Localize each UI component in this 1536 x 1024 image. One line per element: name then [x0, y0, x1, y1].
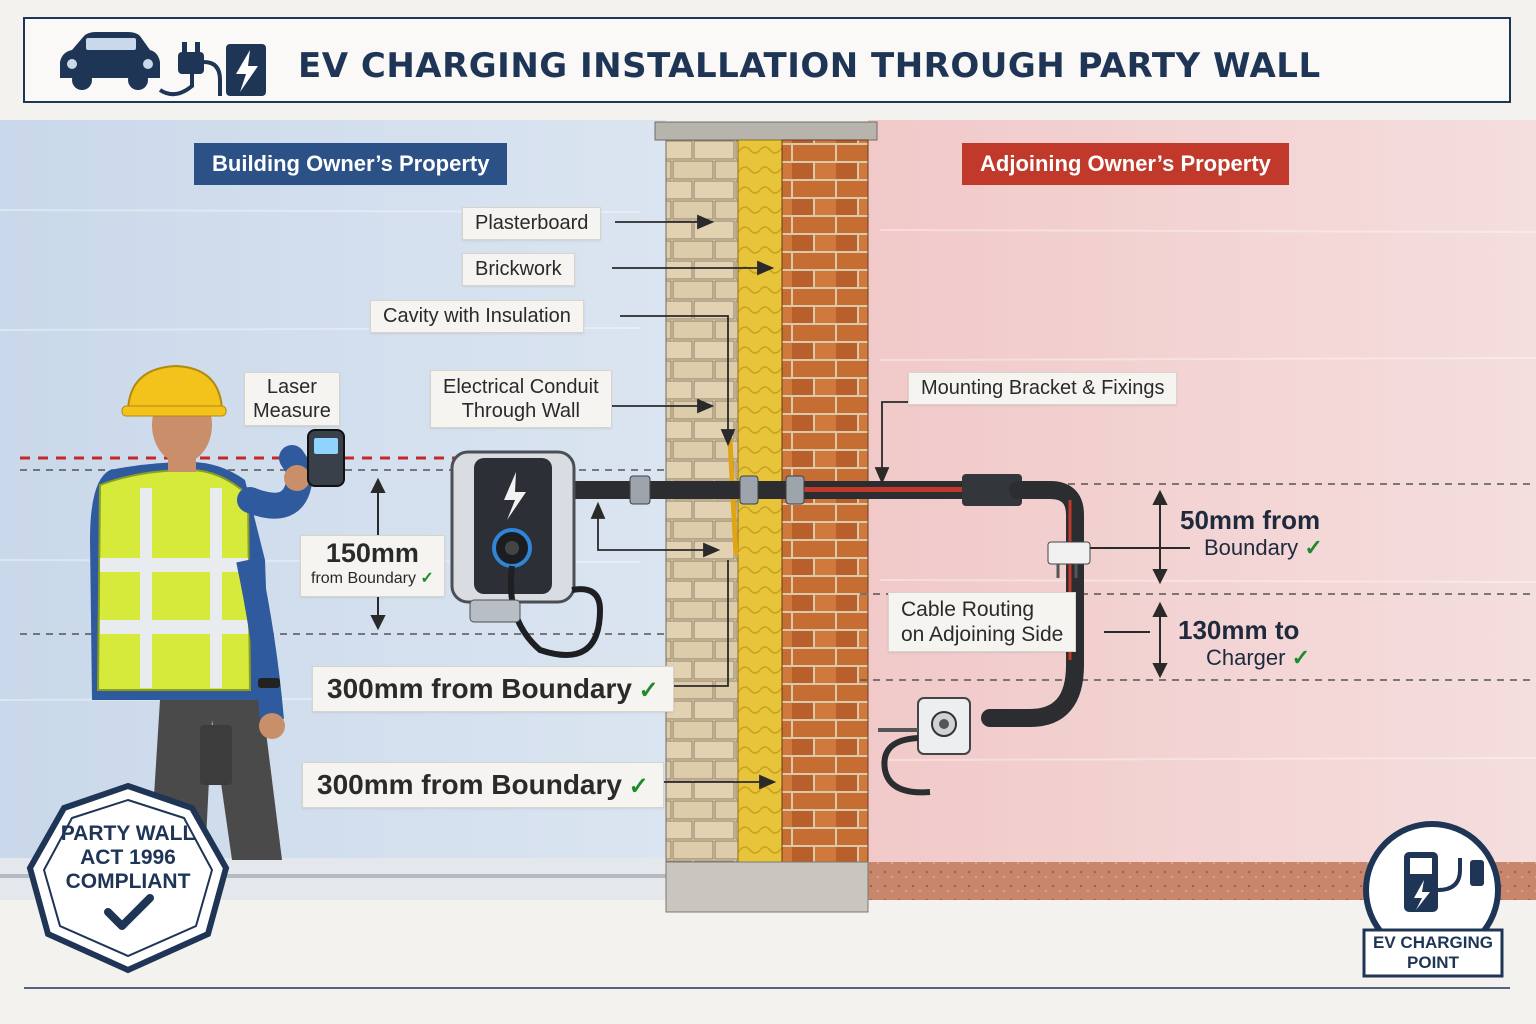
- party-wall: [654, 121, 878, 913]
- laser-label-line1: Laser: [266, 376, 317, 398]
- adjoining-socket: [878, 697, 971, 796]
- measurement-130mm-value: 130mm to: [1178, 615, 1300, 645]
- checkmark-icon: ✓: [628, 773, 649, 800]
- measurement-150mm-text: from Boundary: [311, 570, 416, 587]
- ev-badge-text: EV CHARGING POINT: [1364, 933, 1502, 973]
- measurement-130mm: 130mm to Charger ✓: [1178, 616, 1310, 672]
- measurement-300mm-upper: 300mm from Boundary ✓: [312, 666, 674, 712]
- conduit-label-line2: Through Wall: [461, 400, 580, 422]
- cable-routing-line1: Cable Routing: [901, 598, 1035, 621]
- laser-measure-label: Laser Measure: [244, 372, 340, 426]
- ev-badge-line2: POINT: [1407, 953, 1459, 972]
- checkmark-icon: ✓: [1291, 645, 1311, 670]
- measurement-300mm-upper-text: 300mm from Boundary: [327, 673, 632, 704]
- building-owner-heading: Building Owner’s Property: [194, 143, 508, 185]
- measurement-50mm-text: Boundary: [1204, 535, 1299, 560]
- measurement-arrows: [370, 477, 1190, 679]
- conduit-label-line1: Electrical Conduit: [443, 376, 599, 398]
- wall-footing: [665, 861, 869, 913]
- measurement-150mm: 150mm from Boundary ✓: [300, 535, 445, 597]
- worker-figure: [90, 364, 345, 860]
- measurement-300mm-lower: 300mm from Boundary ✓: [302, 762, 664, 808]
- ev-badge-line1: EV CHARGING: [1373, 933, 1493, 952]
- cable-routing-line2: on Adjoining Side: [901, 623, 1064, 646]
- laser-label-line2: Measure: [253, 400, 331, 422]
- car-icon: [60, 32, 160, 90]
- measurement-300mm-lower-text: 300mm from Boundary: [317, 769, 622, 800]
- party-wall-badge-line2: ACT 1996: [80, 846, 176, 869]
- checkmark-icon: [104, 894, 154, 930]
- brickwork-label: Brickwork: [462, 253, 575, 286]
- ev-charger-unit: [450, 450, 604, 658]
- party-wall-compliance-badge: [26, 782, 230, 974]
- header-frame: [23, 17, 1511, 103]
- conduit: [570, 474, 1091, 727]
- cable-routing-label: Cable Routing on Adjoining Side: [888, 592, 1077, 652]
- checkmark-icon: ✓: [1304, 535, 1323, 560]
- checkmark-icon: ✓: [638, 677, 659, 704]
- cavity-label: Cavity with Insulation: [370, 300, 584, 333]
- page-title: EV CHARGING INSTALLATION THROUGH PARTY W…: [298, 46, 1321, 86]
- party-wall-badge-line3: COMPLIANT: [65, 870, 191, 893]
- measurement-150mm-value: 150mm: [325, 538, 419, 568]
- checkmark-icon: ✓: [420, 570, 434, 587]
- bracket-label: Mounting Bracket & Fixings: [908, 372, 1178, 405]
- plug-icon: [158, 42, 222, 97]
- measurement-130mm-text: Charger: [1206, 645, 1286, 670]
- measurement-50mm-value: 50mm from: [1180, 505, 1321, 535]
- measurement-50mm: 50mm from Boundary ✓: [1180, 506, 1323, 562]
- party-wall-badge-text: PARTY WALL ACT 1996 COMPLIANT: [48, 822, 208, 894]
- ev-charging-point-badge: [1362, 821, 1504, 978]
- adjoining-owner-heading: Adjoining Owner’s Property: [962, 143, 1289, 185]
- party-wall-badge-line1: PARTY WALL: [60, 822, 196, 845]
- plasterboard-layer: [665, 139, 739, 863]
- conduit-label: Electrical Conduit Through Wall: [430, 370, 612, 428]
- lightning-icon: [226, 44, 266, 96]
- plasterboard-label: Plasterboard: [462, 207, 602, 240]
